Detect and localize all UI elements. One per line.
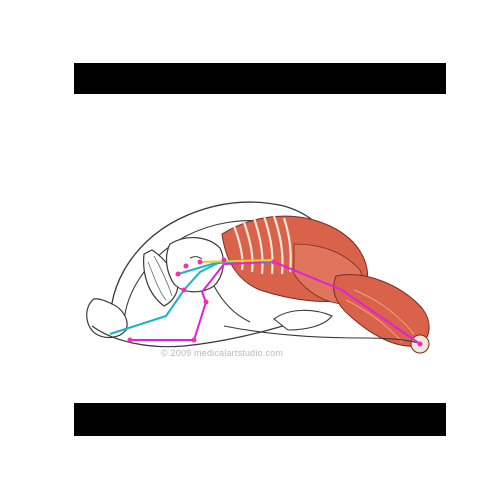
bottom-letterbox-bar — [74, 403, 446, 436]
lower-leg-outline — [91, 323, 290, 348]
foot-outline — [273, 309, 333, 331]
top-letterbox-bar — [74, 63, 446, 94]
watermark-text: © 2009 medicalartstudio.com — [161, 348, 284, 358]
skeleton-limb-magenta — [130, 260, 421, 345]
thigh-muscle — [333, 274, 430, 347]
yoga-anatomy-illustration: © 2009 medicalartstudio.com — [74, 94, 446, 403]
pose-keypoints — [127, 257, 423, 347]
upper-arm-outline — [109, 201, 321, 335]
illustration-svg — [86, 201, 430, 354]
upper-arm-inner-outline — [123, 220, 271, 331]
hand-outline — [86, 298, 128, 339]
rib-cage — [232, 215, 292, 275]
hair — [143, 249, 179, 307]
skeleton-limb-yellow — [199, 259, 275, 263]
shoulder-arm-outline — [213, 285, 251, 323]
